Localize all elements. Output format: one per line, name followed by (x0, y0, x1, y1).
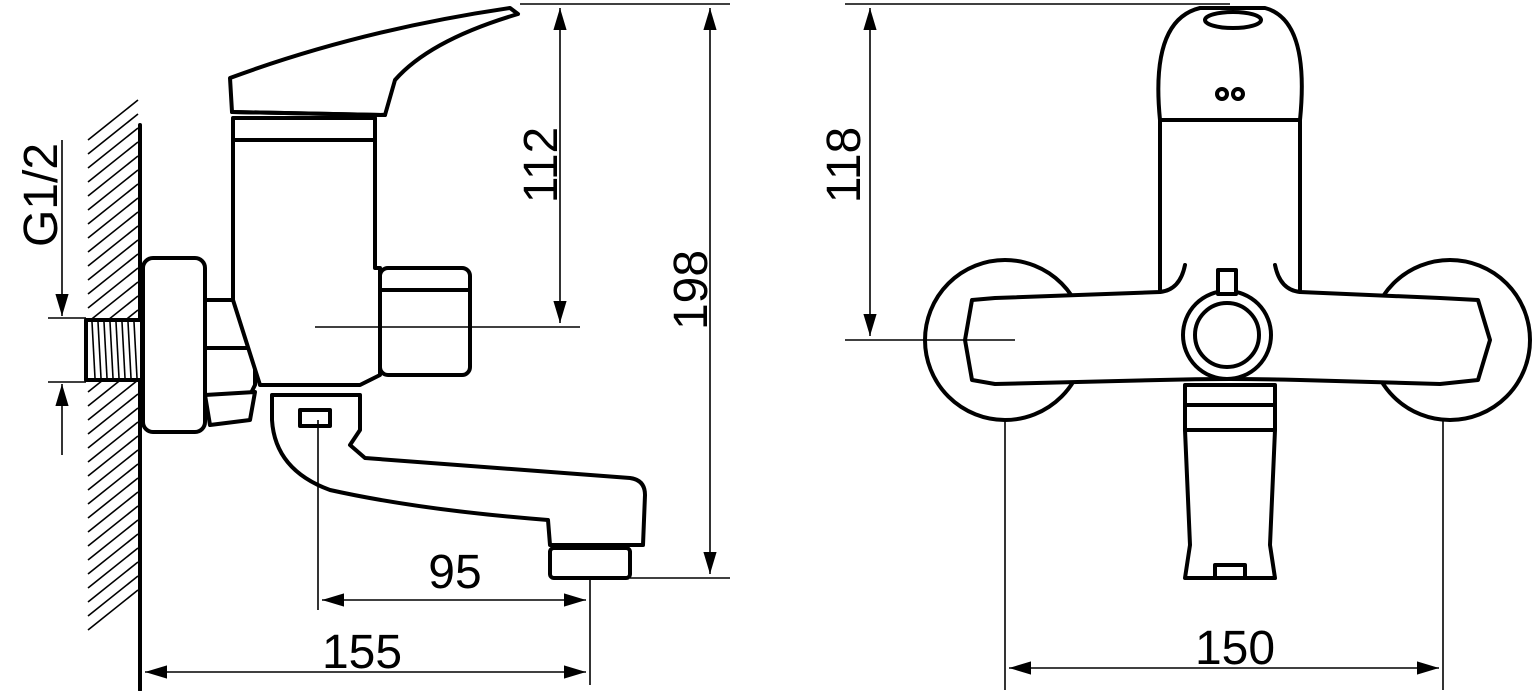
hatch-line (87, 141, 139, 183)
dim-95-label: 95 (428, 546, 481, 599)
hatch-line (87, 379, 139, 421)
hatch-line (87, 449, 139, 491)
diverter-block (378, 266, 472, 377)
hatch-line (87, 197, 139, 239)
side-view: 112 198 G1/2 95 155 (15, 3, 730, 691)
mixer-body (231, 116, 382, 387)
hatch-line (87, 421, 139, 463)
hatch-line (87, 561, 139, 603)
dim-118-label: 118 (818, 127, 871, 204)
hatch-line (87, 547, 139, 589)
hatch-line (87, 393, 139, 435)
thread-line (103, 321, 108, 379)
hatch-line (87, 589, 139, 631)
hatch-line (87, 267, 139, 309)
hatch-line (87, 155, 139, 197)
hatch-line (87, 127, 139, 169)
hatch-line (87, 435, 139, 477)
front-outlet (1183, 383, 1277, 580)
dim-112-label: 112 (515, 127, 568, 204)
hatch-line (87, 281, 139, 323)
aerator (548, 546, 632, 580)
thread-line (121, 321, 126, 379)
hatch-line (87, 183, 139, 225)
dim-198-label: 198 (665, 250, 718, 330)
hatch-line (87, 463, 139, 505)
dim-150-label: 150 (1195, 622, 1275, 675)
hatch-line (87, 491, 139, 533)
dim-155-label: 155 (322, 626, 402, 679)
hatch-line (87, 225, 139, 267)
thread-line (97, 321, 102, 379)
thread-line (109, 321, 114, 379)
hatch-line (87, 99, 139, 141)
hatch-line (87, 407, 139, 449)
hatch-line (87, 253, 139, 295)
thread-size-label: G1/2 (15, 143, 68, 247)
thread-line (127, 321, 132, 379)
thread-line (133, 321, 138, 379)
hatch-line (87, 505, 139, 547)
thread-line (115, 321, 120, 379)
spout (270, 393, 647, 547)
hatch-line (87, 113, 139, 155)
hatch-line (87, 575, 139, 617)
front-view: 118 150 (818, 3, 1532, 690)
hatch-line (87, 519, 139, 561)
front-body (963, 118, 1492, 386)
thread-line (91, 321, 96, 379)
lever-handle (228, 6, 520, 117)
thread (84, 318, 144, 382)
hatch-line (87, 239, 139, 281)
wall-flange (141, 256, 207, 434)
cap (1156, 6, 1304, 122)
hatch-line (87, 477, 139, 519)
hatch-line (87, 533, 139, 575)
hatch-line (87, 211, 139, 253)
hatch-line (87, 169, 139, 211)
